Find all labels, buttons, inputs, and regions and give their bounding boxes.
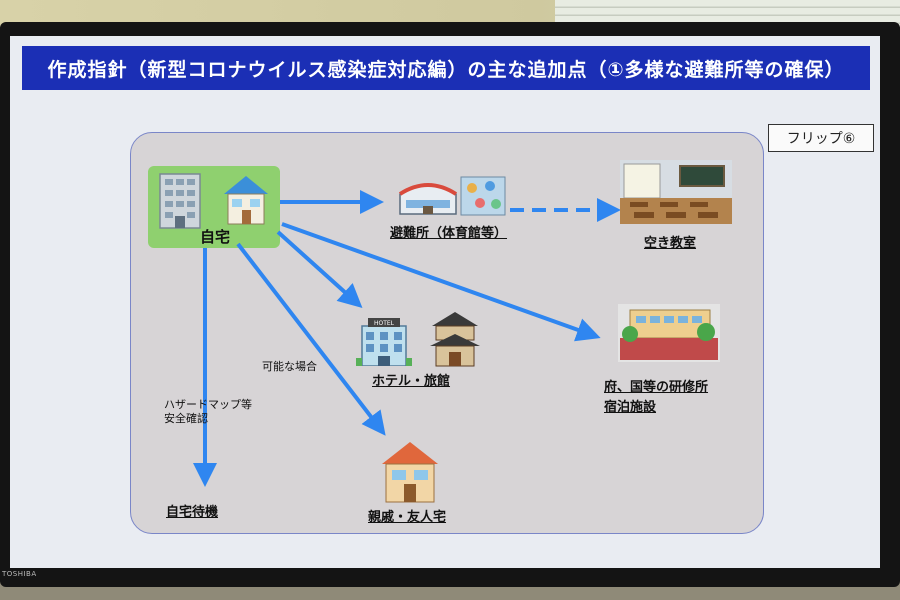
arrow-to-hotel (278, 232, 358, 304)
arrow-layer (10, 36, 880, 568)
tv-brand-logo: TOSHIBA (2, 570, 37, 578)
house-icon (222, 174, 270, 226)
training-label-2: 宿泊施設 (604, 396, 656, 415)
shelter-label: 避難所（体育館等） (390, 222, 507, 241)
hotel-icon: HOTEL (356, 318, 412, 366)
stay-home-label: 自宅待機 (166, 501, 218, 520)
ryokan-icon (430, 312, 480, 368)
training-facility-icon (618, 304, 720, 362)
relative-house-icon (380, 440, 440, 504)
hazard-note-2: 安全確認 (164, 410, 208, 426)
shelter-tents-icon (460, 176, 506, 216)
home-label: 自宅 (200, 226, 230, 247)
possible-note: 可能な場合 (262, 358, 317, 374)
hotel-label: ホテル・旅館 (372, 370, 450, 389)
svg-text:HOTEL: HOTEL (374, 320, 395, 327)
tv-monitor: 作成指針（新型コロナウイルス感染症対応編）の主な追加点（①多様な避難所等の確保）… (0, 22, 900, 587)
apartment-building-icon (158, 172, 202, 230)
classroom-label: 空き教室 (644, 232, 696, 251)
training-label: 府、国等の研修所 (604, 376, 708, 395)
gymnasium-icon (398, 176, 458, 216)
slide-screen: 作成指針（新型コロナウイルス感染症対応編）の主な追加点（①多様な避難所等の確保）… (10, 36, 880, 568)
classroom-icon (620, 160, 732, 224)
relatives-label: 親戚・友人宅 (368, 506, 446, 525)
